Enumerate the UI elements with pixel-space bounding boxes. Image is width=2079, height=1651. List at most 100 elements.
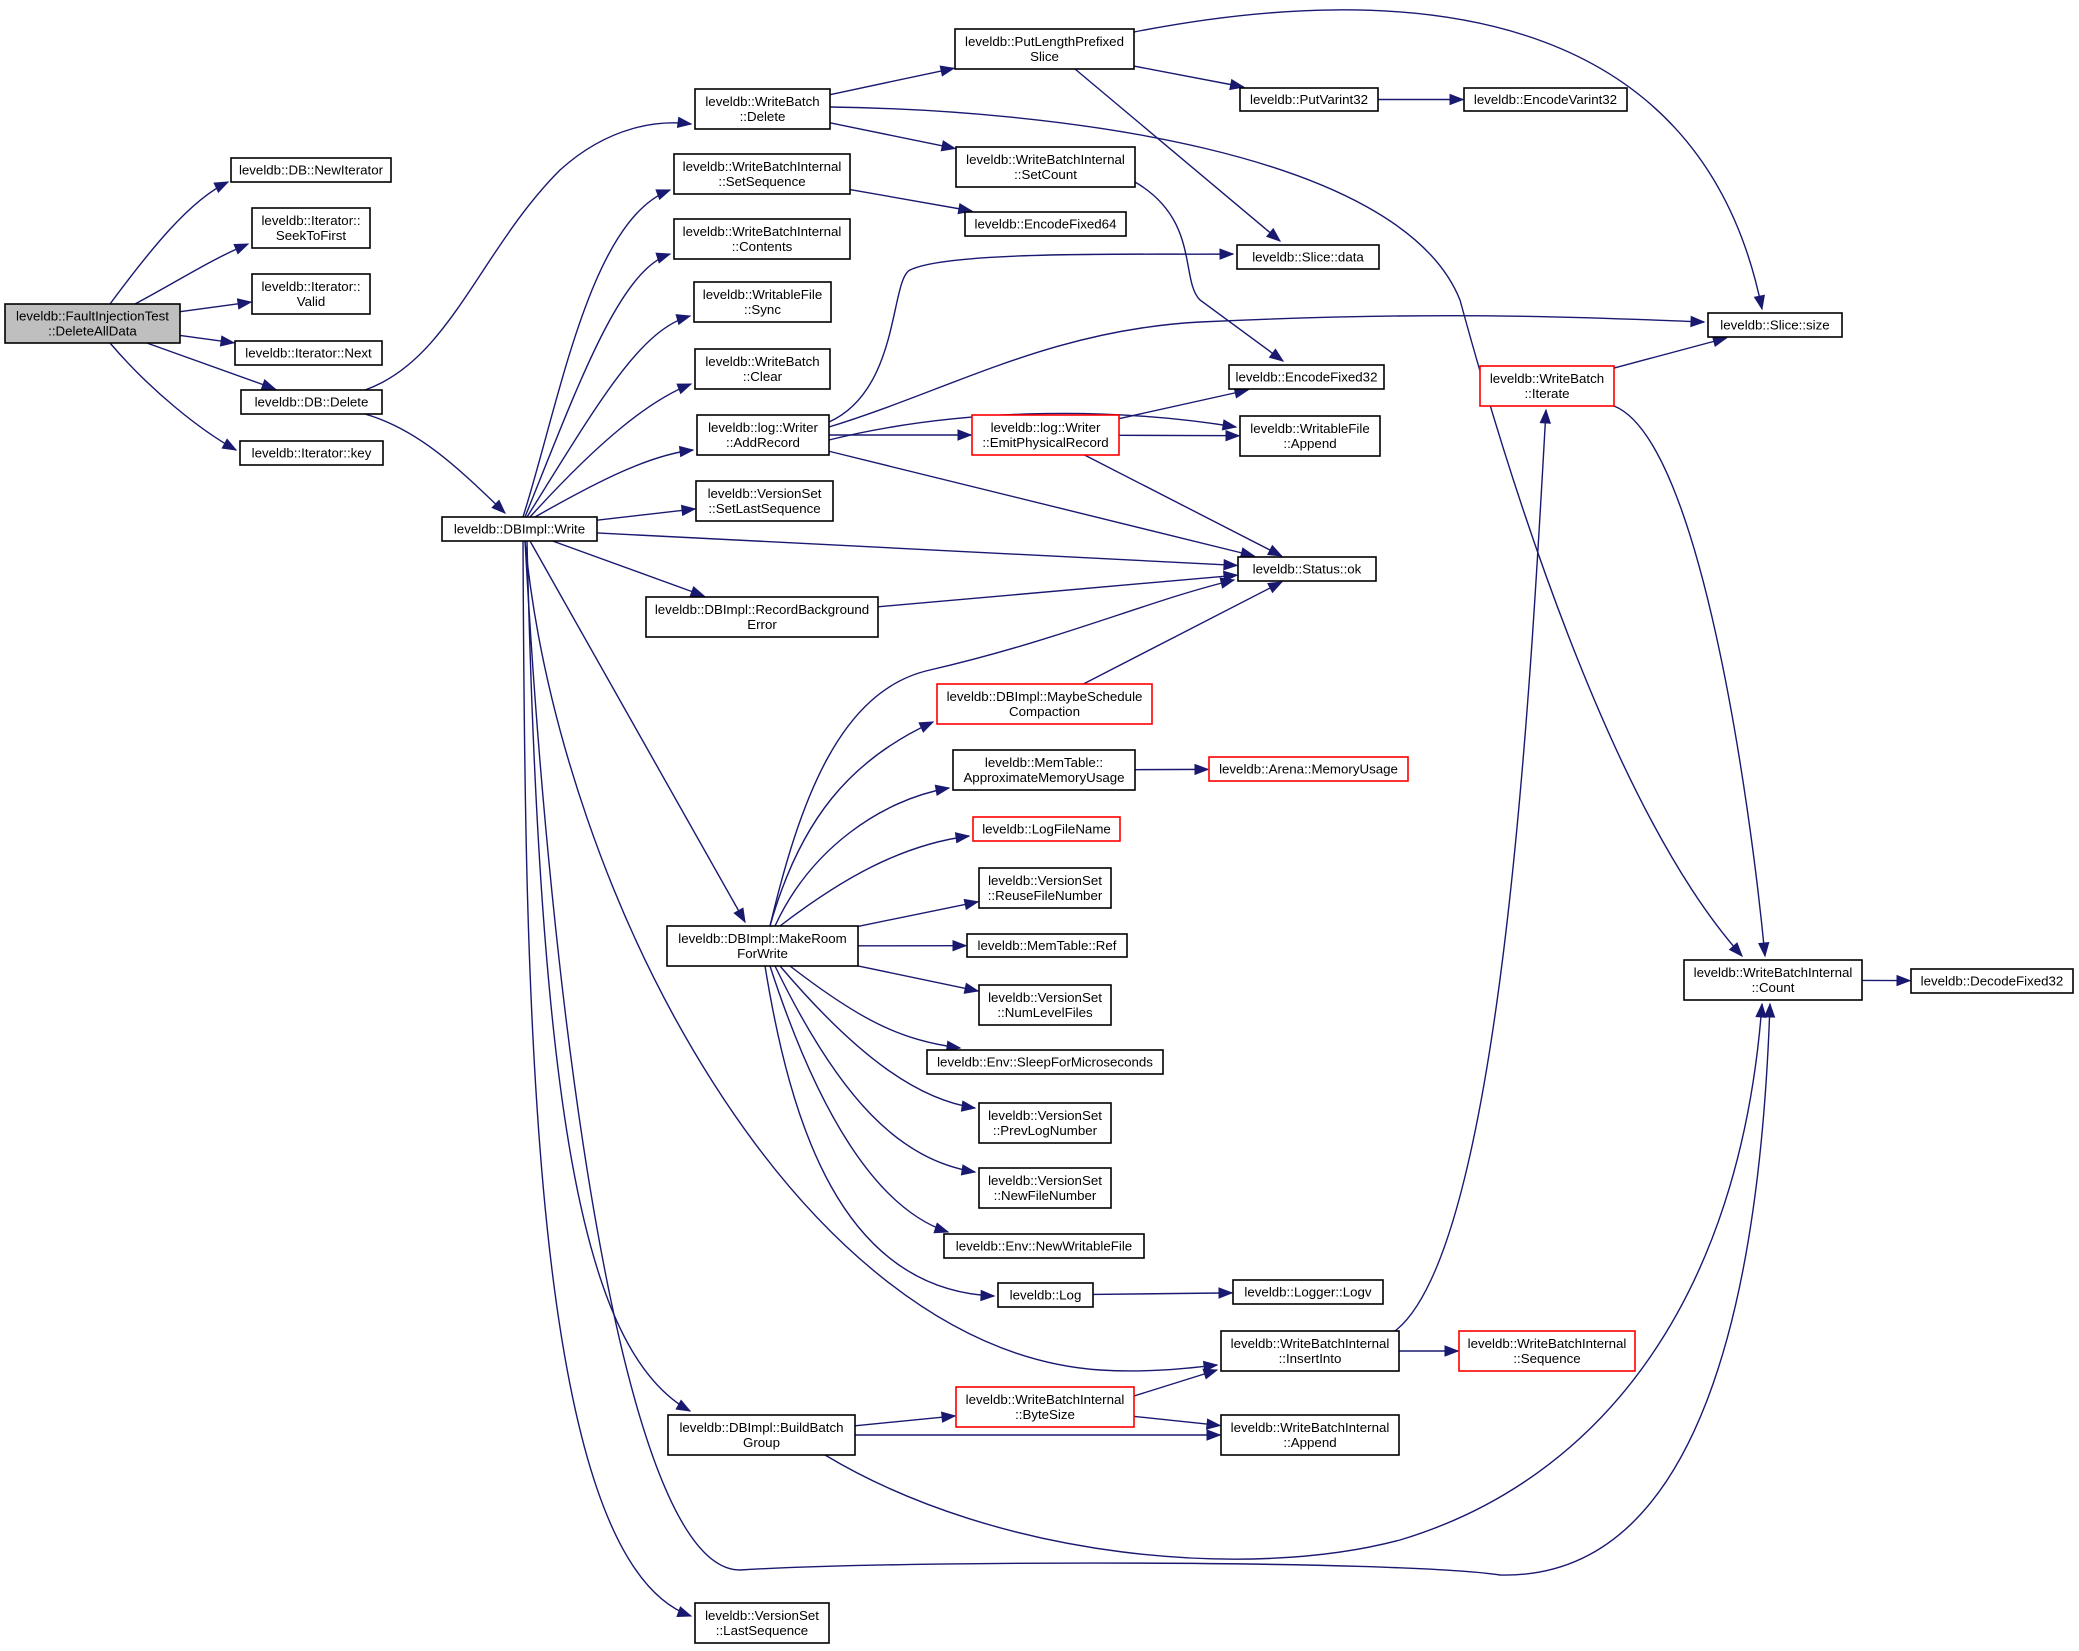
node-box[interactable] [971, 414, 1120, 456]
node-box[interactable] [234, 340, 383, 366]
node-newwritable[interactable]: leveldb::Env::NewWritableFile [943, 1233, 1145, 1259]
node-statusok[interactable]: leveldb::Status::ok [1237, 556, 1377, 582]
node-box[interactable] [955, 1386, 1135, 1428]
node-approxmem[interactable]: leveldb::MemTable::ApproximateMemoryUsag… [952, 749, 1136, 791]
node-box[interactable] [1479, 365, 1615, 407]
node-lastsequence[interactable]: leveldb::VersionSet::LastSequence [694, 1602, 830, 1644]
node-clear[interactable]: leveldb::WriteBatch::Clear [694, 348, 831, 390]
node-sequence[interactable]: leveldb::WriteBatchInternal::Sequence [1458, 1330, 1636, 1372]
node-reusefile[interactable]: leveldb::VersionSet::ReuseFileNumber [978, 867, 1112, 909]
node-box[interactable] [693, 281, 832, 323]
node-next[interactable]: leveldb::Iterator::Next [234, 340, 383, 366]
node-box[interactable] [978, 867, 1112, 909]
node-seektofirst[interactable]: leveldb::Iterator::SeekToFirst [251, 207, 371, 249]
node-box[interactable] [673, 218, 851, 260]
node-box[interactable] [694, 1602, 830, 1644]
node-write[interactable]: leveldb::DBImpl::Write [441, 516, 598, 542]
node-setlastsequence[interactable]: leveldb::VersionSet::SetLastSequence [695, 480, 834, 522]
node-box[interactable] [240, 389, 383, 415]
node-box[interactable] [926, 1049, 1164, 1075]
node-box[interactable] [1239, 87, 1379, 112]
node-box[interactable] [695, 480, 834, 522]
node-box[interactable] [954, 28, 1135, 70]
node-box[interactable] [1237, 556, 1377, 582]
node-box[interactable] [1458, 1330, 1636, 1372]
node-box[interactable] [645, 596, 879, 638]
node-putvarint32[interactable]: leveldb::PutVarint32 [1239, 87, 1379, 112]
node-box[interactable] [952, 749, 1136, 791]
node-box[interactable] [441, 516, 598, 542]
node-root[interactable]: leveldb::FaultInjectionTest::DeleteAllDa… [4, 303, 181, 344]
node-key[interactable]: leveldb::Iterator::key [239, 440, 384, 466]
node-box[interactable] [997, 1282, 1094, 1308]
node-box[interactable] [1208, 756, 1409, 782]
node-emitphysical[interactable]: leveldb::log::Writer::EmitPhysicalRecord [971, 414, 1120, 456]
node-box[interactable] [1236, 244, 1380, 270]
node-box[interactable] [4, 303, 181, 344]
node-bytesize[interactable]: leveldb::WriteBatchInternal::ByteSize [955, 1386, 1135, 1428]
node-decodefixed32[interactable]: leveldb::DecodeFixed32 [1910, 968, 2074, 994]
node-box[interactable] [943, 1233, 1145, 1259]
node-box[interactable] [1463, 87, 1628, 112]
node-encodefixed64[interactable]: leveldb::EncodeFixed64 [964, 211, 1127, 237]
node-box[interactable] [964, 211, 1127, 237]
node-encodevarint32[interactable]: leveldb::EncodeVarint32 [1463, 87, 1628, 112]
node-wbiappend[interactable]: leveldb::WriteBatchInternal::Append [1220, 1414, 1400, 1456]
node-box[interactable] [978, 1167, 1112, 1209]
node-logfilename[interactable]: leveldb::LogFileName [972, 816, 1121, 842]
node-box[interactable] [966, 933, 1128, 958]
node-arenamem[interactable]: leveldb::Arena::MemoryUsage [1208, 756, 1409, 782]
node-box[interactable] [1910, 968, 2074, 994]
node-box[interactable] [239, 440, 384, 466]
node-count[interactable]: leveldb::WriteBatchInternal::Count [1683, 959, 1863, 1001]
node-sleep[interactable]: leveldb::Env::SleepForMicroseconds [926, 1049, 1164, 1075]
node-dbdelete[interactable]: leveldb::DB::Delete [240, 389, 383, 415]
node-encodefixed32[interactable]: leveldb::EncodeFixed32 [1228, 364, 1385, 390]
node-contents[interactable]: leveldb::WriteBatchInternal::Contents [673, 218, 851, 260]
node-log[interactable]: leveldb::Log [997, 1282, 1094, 1308]
node-box[interactable] [1220, 1414, 1400, 1456]
node-wfappend[interactable]: leveldb::WritableFile::Append [1239, 415, 1381, 457]
node-box[interactable] [667, 1414, 856, 1456]
node-setsequence[interactable]: leveldb::WriteBatchInternal::SetSequence [673, 153, 851, 195]
node-memref[interactable]: leveldb::MemTable::Ref [966, 933, 1128, 958]
node-addrecord[interactable]: leveldb::log::Writer::AddRecord [696, 414, 830, 456]
node-iterate[interactable]: leveldb::WriteBatch::Iterate [1479, 365, 1615, 407]
node-box[interactable] [955, 146, 1136, 188]
node-wbdelete[interactable]: leveldb::WriteBatch::Delete [694, 88, 831, 130]
node-logv[interactable]: leveldb::Logger::Logv [1232, 1279, 1384, 1305]
node-box[interactable] [673, 153, 851, 195]
node-box[interactable] [1220, 1330, 1400, 1372]
node-setcount[interactable]: leveldb::WriteBatchInternal::SetCount [955, 146, 1136, 188]
node-valid[interactable]: leveldb::Iterator::Valid [251, 273, 371, 315]
node-insertinto[interactable]: leveldb::WriteBatchInternal::InsertInto [1220, 1330, 1400, 1372]
node-box[interactable] [936, 683, 1153, 725]
node-box[interactable] [1232, 1279, 1384, 1305]
node-box[interactable] [1683, 959, 1863, 1001]
node-box[interactable] [694, 88, 831, 130]
node-box[interactable] [694, 348, 831, 390]
node-box[interactable] [978, 984, 1112, 1026]
node-box[interactable] [251, 207, 371, 249]
node-newiterator[interactable]: leveldb::DB::NewIterator [230, 157, 392, 183]
node-box[interactable] [666, 925, 859, 967]
node-box[interactable] [1228, 364, 1385, 390]
node-sync[interactable]: leveldb::WritableFile::Sync [693, 281, 832, 323]
node-slicesize[interactable]: leveldb::Slice::size [1707, 312, 1843, 338]
node-prevlog[interactable]: leveldb::VersionSet::PrevLogNumber [978, 1102, 1112, 1144]
node-box[interactable] [251, 273, 371, 315]
node-box[interactable] [1707, 312, 1843, 338]
node-numlevel[interactable]: leveldb::VersionSet::NumLevelFiles [978, 984, 1112, 1026]
node-slicedata[interactable]: leveldb::Slice::data [1236, 244, 1380, 270]
node-box[interactable] [978, 1102, 1112, 1144]
node-box[interactable] [696, 414, 830, 456]
node-box[interactable] [1239, 415, 1381, 457]
node-newfilenum[interactable]: leveldb::VersionSet::NewFileNumber [978, 1167, 1112, 1209]
node-box[interactable] [230, 157, 392, 183]
node-box[interactable] [972, 816, 1121, 842]
